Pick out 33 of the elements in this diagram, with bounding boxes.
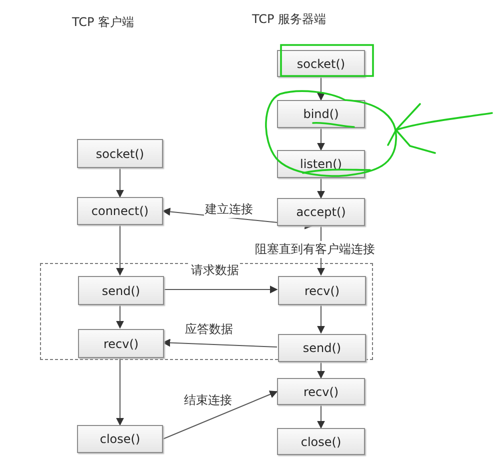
function-box: recv() xyxy=(278,276,366,305)
edge-label: 应答数据 xyxy=(184,321,234,338)
column-heading: TCP 服务器端 xyxy=(252,11,326,28)
arrow xyxy=(162,286,278,294)
arrow xyxy=(317,178,325,199)
arrow xyxy=(116,304,124,329)
edge-label: 阻塞直到有客户端连接 xyxy=(254,241,376,258)
function-box: recv() xyxy=(78,329,164,358)
arrow xyxy=(317,128,325,151)
arrow xyxy=(317,360,325,379)
column-heading: TCP 客户端 xyxy=(72,14,134,31)
arrow xyxy=(317,404,325,429)
function-box: close() xyxy=(277,428,365,455)
edge-label: 建立连接 xyxy=(204,201,254,218)
function-box: recv() xyxy=(277,378,365,405)
edge-label: 请求数据 xyxy=(190,262,240,279)
function-box: accept() xyxy=(277,198,365,226)
function-box: close() xyxy=(77,425,163,453)
arrow xyxy=(162,338,278,348)
function-box: socket() xyxy=(77,139,163,168)
arrow xyxy=(317,304,325,334)
function-box: connect() xyxy=(77,197,163,225)
function-box: send() xyxy=(278,334,366,362)
group-frame xyxy=(40,263,373,360)
arrow xyxy=(116,224,124,276)
function-box: send() xyxy=(78,276,164,305)
edge-label: 结束连接 xyxy=(183,392,233,409)
arrow xyxy=(116,168,124,198)
arrow xyxy=(116,356,124,426)
function-box: bind() xyxy=(277,100,365,128)
arrow xyxy=(317,76,325,101)
function-box: socket() xyxy=(277,50,365,77)
arrow xyxy=(162,390,278,440)
